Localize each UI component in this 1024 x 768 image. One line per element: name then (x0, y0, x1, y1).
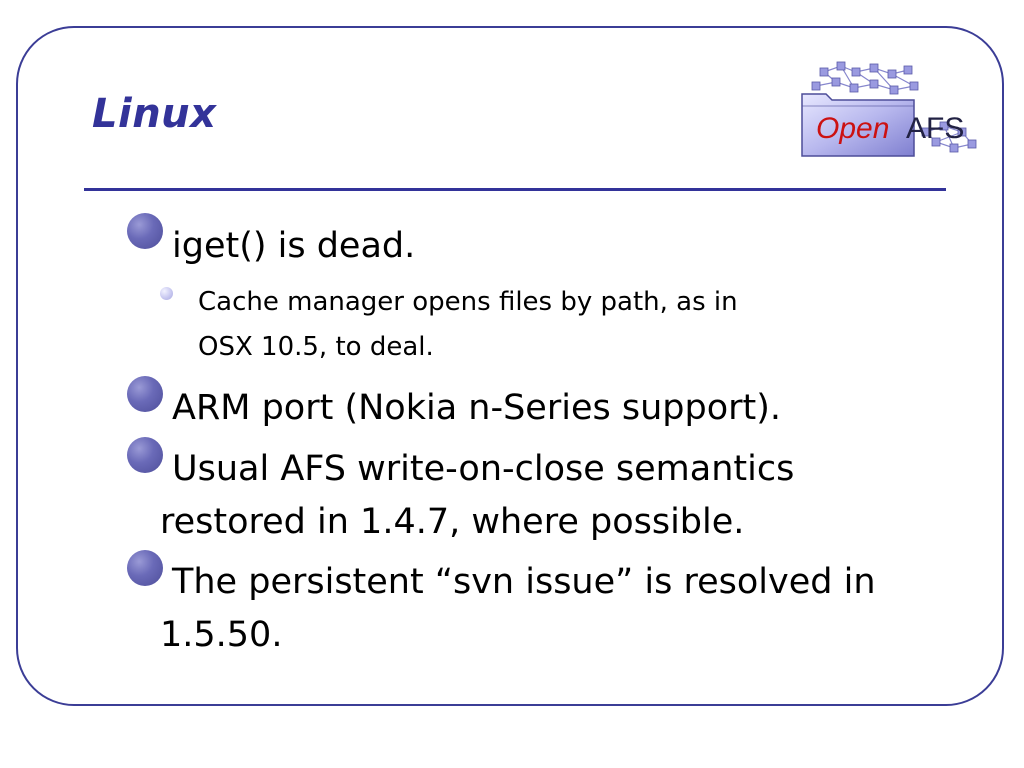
slide-frame (16, 26, 1004, 706)
bullet-text: 1.5.50. (160, 615, 283, 655)
bullet-text: restored in 1.4.7, where possible. (160, 502, 745, 542)
sub-bullet-icon (160, 287, 173, 300)
bullet-text: Usual AFS write-on-close semantics (172, 449, 795, 489)
bullet-icon (127, 437, 163, 473)
bullet-icon (127, 550, 163, 586)
sub-bullet-text: Cache manager opens files by path, as in (198, 287, 738, 317)
title-underline (84, 188, 946, 191)
bullet-icon (127, 213, 163, 249)
logo-afs-text: AFS (906, 112, 964, 145)
bullet-text: iget() is dead. (172, 226, 416, 266)
logo-open-text: Open (816, 112, 889, 145)
openafs-logo: Open AFS (801, 61, 977, 157)
bullet-text: The persistent “svn issue” is resolved i… (172, 562, 876, 602)
bullet-text: ARM port (Nokia n-Series support). (172, 388, 781, 428)
slide-title: Linux (92, 91, 217, 137)
bullet-icon (127, 376, 163, 412)
sub-bullet-text: OSX 10.5, to deal. (198, 332, 434, 362)
